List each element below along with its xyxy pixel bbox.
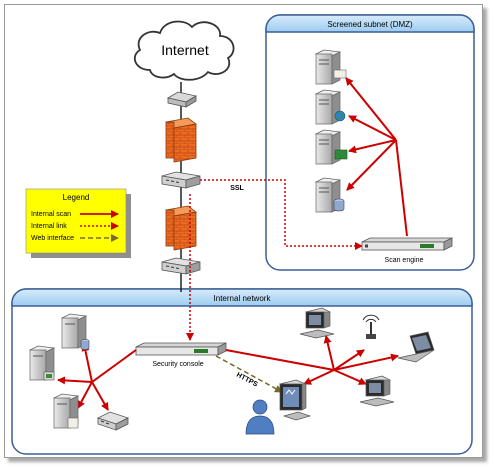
switch-icon	[161, 171, 201, 189]
legend-label-internal-scan: Internal scan	[31, 211, 71, 218]
internal-switch	[96, 411, 130, 431]
firewall-icon-2	[165, 205, 197, 251]
dmz-server-4	[314, 177, 345, 213]
legend-label-internal-link: Internal link	[31, 223, 67, 230]
workstation-2	[359, 375, 395, 407]
scan-engine-device	[361, 237, 453, 251]
security-console-label: Security console	[152, 361, 203, 368]
https-link	[215, 355, 283, 393]
internal-server-1	[60, 313, 90, 350]
dmz-server-3	[314, 129, 348, 165]
scan-engine-label: Scan engine	[385, 257, 424, 264]
ssl-link	[200, 179, 363, 250]
wireless-access-point-icon	[362, 314, 380, 339]
ssl-label: SSL	[230, 185, 244, 192]
dmz-server-2	[314, 89, 346, 125]
internal-network-panel: Internal network	[11, 288, 473, 455]
internal-scan-arrows-right	[225, 335, 399, 385]
internal-server-2	[28, 345, 56, 381]
internet-cloud: Internet	[133, 20, 235, 81]
dmz-title: Screened subnet (DMZ)	[327, 20, 413, 29]
admin-monitor	[278, 379, 312, 421]
internal-server-3	[52, 393, 80, 429]
internal-scan-arrows-left	[57, 343, 137, 411]
laptop-icon	[397, 331, 435, 363]
switch-icon-2	[161, 257, 201, 275]
legend-label-web-interface: Web interface	[31, 235, 74, 242]
internet-label: Internet	[161, 42, 209, 58]
security-console-device	[135, 342, 227, 356]
legend-title: Legend	[63, 193, 90, 202]
firewall-icon	[165, 117, 197, 163]
internal-network-title: Internal network	[214, 294, 272, 303]
dmz-panel: Screened subnet (DMZ)	[265, 14, 475, 271]
user-icon	[245, 399, 275, 435]
workstation-1	[299, 307, 335, 339]
dmz-scan-arrows	[345, 77, 408, 237]
dmz-server-1	[314, 49, 347, 85]
legend: Legend Internal scan Internal link Web i…	[25, 188, 131, 258]
router-icon	[166, 91, 198, 108]
